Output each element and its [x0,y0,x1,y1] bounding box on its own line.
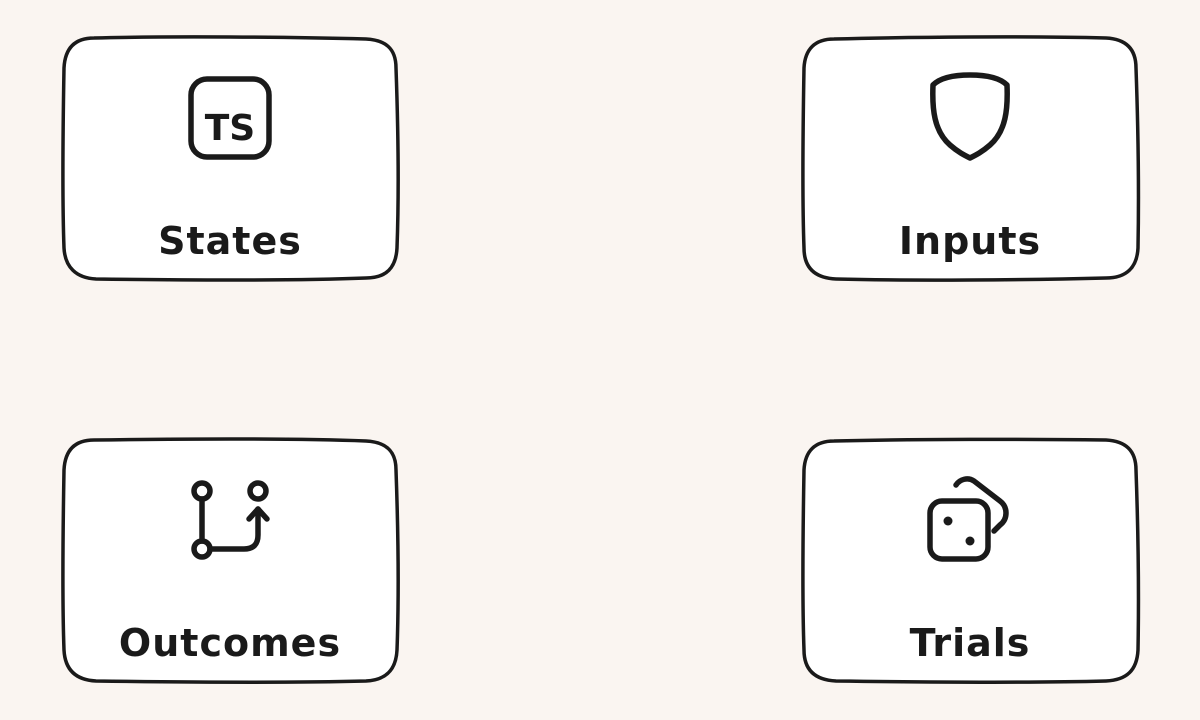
card-frame [61,437,400,684]
svg-text:TS: TS [205,108,255,149]
typescript-icon: TS [188,76,272,160]
card-label: Outcomes [118,621,342,665]
shield-icon [930,72,1010,161]
card-label: States [158,219,302,263]
dice-icon [927,476,1009,562]
card-label: Inputs [898,219,1042,263]
git-pull-request-icon [191,480,270,560]
card-states: TS States [60,34,400,284]
card-outcomes: Outcomes [60,436,400,686]
card-label: Trials [909,621,1031,665]
card-trials: Trials [800,436,1141,686]
card-inputs: Inputs [800,34,1141,284]
